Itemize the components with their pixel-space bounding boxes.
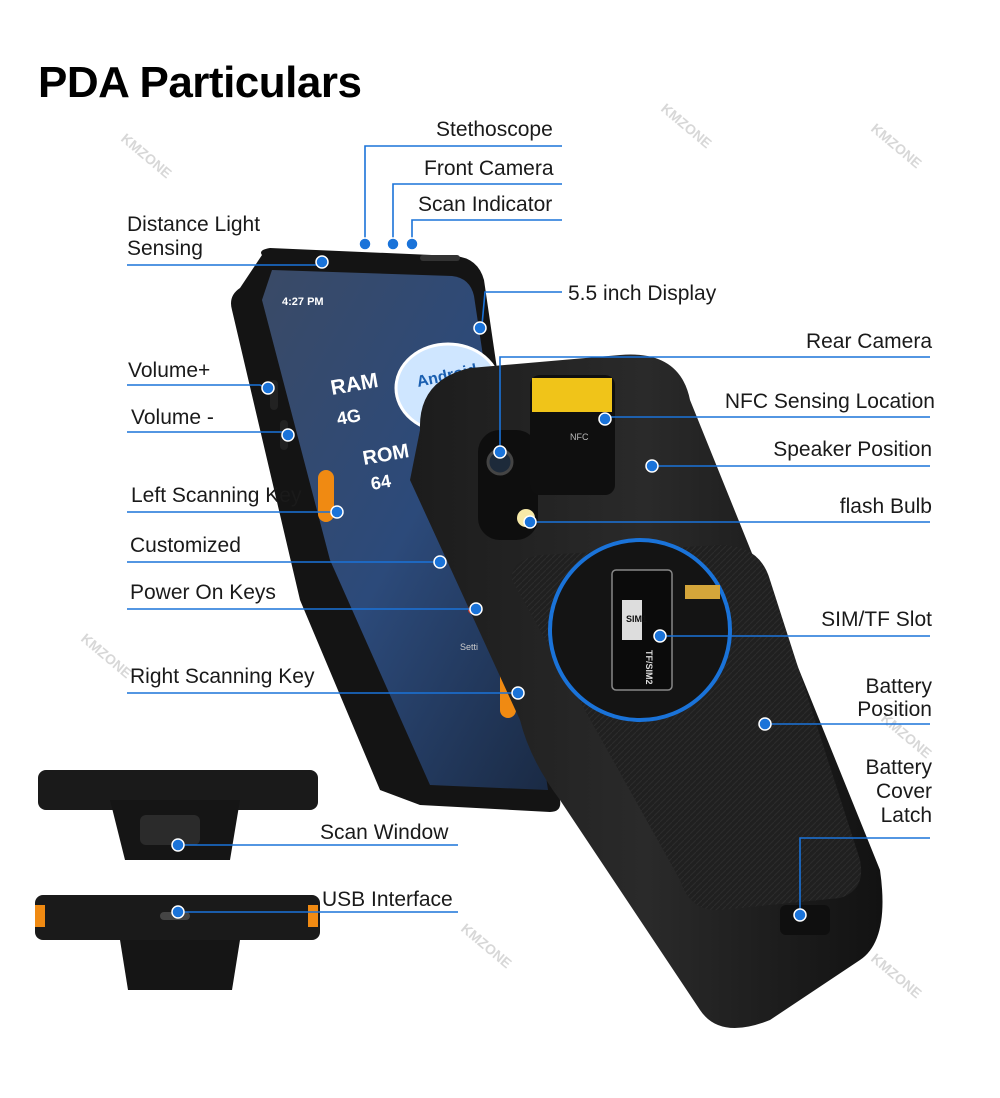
tf-label: TF/SIM2	[644, 650, 654, 685]
label-scan-window: Scan Window	[320, 821, 449, 844]
label-usb: USB Interface	[322, 888, 453, 911]
label-latch-1: Battery	[865, 756, 932, 779]
label-right-scan: Right Scanning Key	[130, 665, 315, 688]
label-stethoscope: Stethoscope	[436, 118, 553, 141]
label-rear-camera: Rear Camera	[805, 330, 932, 353]
sim-zoom: SIM1 TF/SIM2	[548, 538, 732, 722]
left-scan-key	[318, 470, 334, 522]
callout-lines	[127, 145, 930, 915]
label-left-scan: Left Scanning Key	[131, 484, 302, 507]
svg-text:KMZONE: KMZONE	[78, 630, 135, 681]
nfc-mark: NFC	[570, 432, 589, 442]
label-nfc: NFC Sensing Location	[724, 390, 935, 413]
page-title: PDA Particulars	[38, 58, 362, 107]
label-distance-light-2: Sensing	[127, 237, 203, 260]
label-latch-3: Latch	[880, 804, 932, 827]
svg-text:KMZONE: KMZONE	[658, 100, 715, 151]
label-front-camera: Front Camera	[424, 157, 554, 180]
screen-settings-label: Setti	[460, 642, 478, 652]
label-scan-indicator: Scan Indicator	[418, 193, 553, 216]
label-distance-light-1: Distance Light	[127, 213, 261, 236]
svg-text:KMZONE: KMZONE	[118, 130, 175, 181]
screen-rom-value: 64	[369, 471, 392, 494]
label-customized: Customized	[130, 534, 241, 557]
label-display: 5.5 inch Display	[568, 282, 717, 305]
svg-text:KMZONE: KMZONE	[868, 120, 925, 171]
svg-text:KMZONE: KMZONE	[868, 950, 925, 1001]
stethoscope-grille	[420, 255, 460, 261]
sim1-label: SIM1	[626, 614, 647, 624]
laser-warning-label	[532, 378, 612, 412]
label-battery-2: Position	[857, 698, 932, 721]
label-power: Power On Keys	[130, 581, 276, 604]
label-battery-1: Battery	[865, 675, 932, 698]
label-speaker: Speaker Position	[773, 438, 932, 461]
label-volume-down: Volume -	[131, 406, 214, 429]
screen-time: 4:27 PM	[282, 296, 324, 308]
battery-latch	[780, 905, 830, 935]
label-flash: flash Bulb	[839, 495, 932, 518]
label-latch-2: Cover	[875, 780, 932, 803]
screen-ram-value: 4G	[335, 405, 362, 429]
callout-dots	[171, 237, 807, 922]
svg-text:KMZONE: KMZONE	[458, 920, 515, 971]
label-sim: SIM/TF Slot	[821, 608, 932, 631]
label-volume-up: Volume+	[128, 359, 211, 382]
